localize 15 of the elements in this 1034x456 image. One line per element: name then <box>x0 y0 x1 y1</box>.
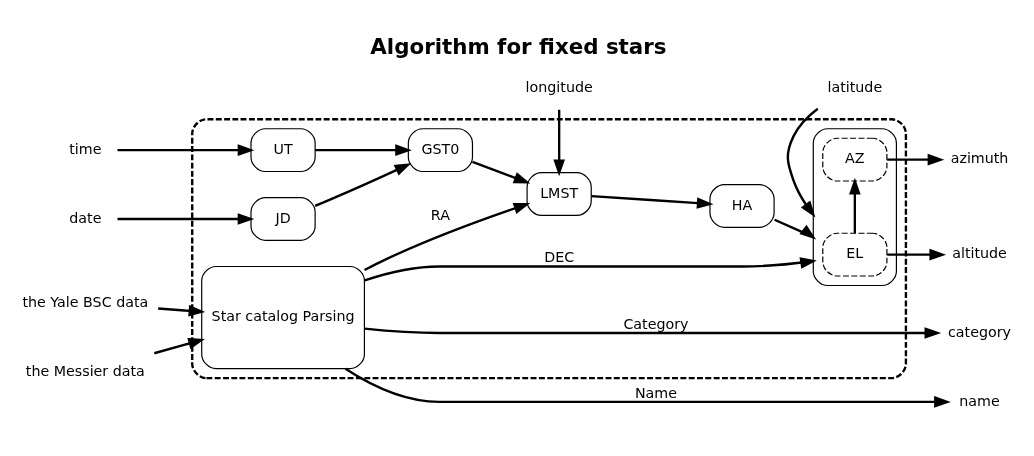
edge-label: Category <box>623 315 689 332</box>
node-text: name <box>959 392 1000 409</box>
node-text: category <box>948 323 1012 340</box>
node-text: latitude <box>827 78 883 95</box>
edge-label: RA <box>430 206 450 223</box>
node-text: the Messier data <box>25 362 145 379</box>
node-text: longitude <box>525 78 593 95</box>
edge-label: Name <box>634 384 677 401</box>
node-text: date <box>69 209 102 226</box>
node-text: azimuth <box>950 149 1009 166</box>
node-text: time <box>69 140 102 157</box>
edge-label: DEC <box>544 248 575 265</box>
node-text: the Yale BSC data <box>22 293 149 310</box>
diagram-title: Algorithm for fixed stars <box>370 33 667 59</box>
node-text: altitude <box>952 244 1007 261</box>
